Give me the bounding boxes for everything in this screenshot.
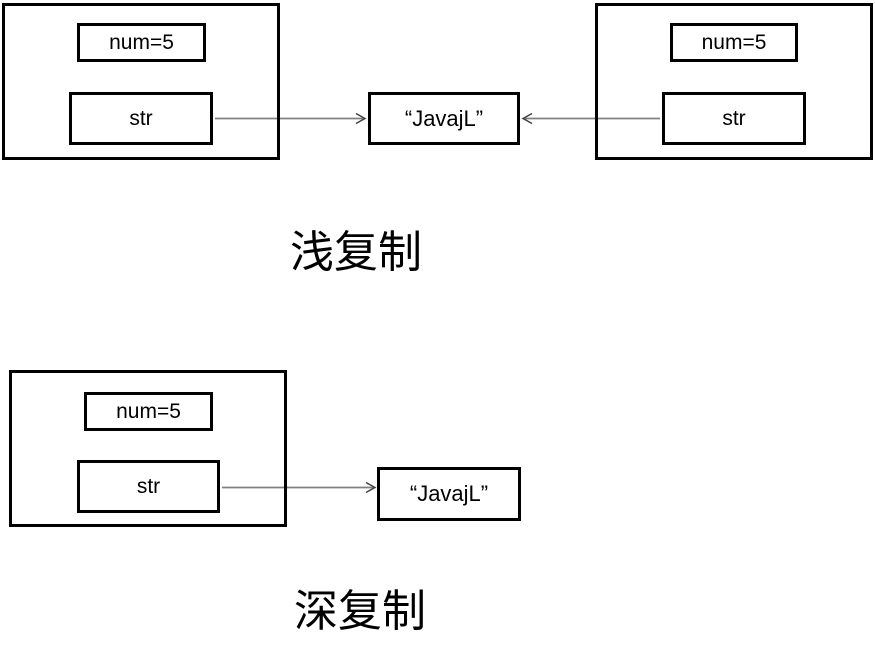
deep-copy-caption: 深复制 [294,586,426,637]
str-field-label: str [722,107,746,130]
string-value-label: “JavajL” [404,105,484,131]
deep-str-box: str [77,460,220,513]
shallow-right-reference-arrow [521,112,660,125]
shallow-original-num-box: num=5 [77,23,206,62]
str-field-label: str [129,107,153,130]
shallow-left-reference-arrow [215,112,367,125]
num-field-label: num=5 [116,400,181,423]
shallow-original-object-box: num=5 str [2,3,280,160]
deep-object-box: num=5 str [9,370,287,527]
shallow-original-str-box: str [69,92,213,145]
deep-string-box: “JavajL” [377,467,521,521]
num-field-label: num=5 [701,31,767,54]
shallow-copy-caption: 浅复制 [290,227,422,278]
deep-num-box: num=5 [84,392,213,431]
shallow-copy-str-box: str [662,92,806,145]
shallow-shared-string-box: “JavajL” [368,92,520,145]
string-value-label: “JavajL” [409,481,489,506]
deep-reference-arrow [222,481,377,494]
shallow-copy-num-box: num=5 [670,23,798,62]
shallow-copy-object-box: num=5 str [595,3,873,160]
num-field-label: num=5 [109,31,174,54]
str-field-label: str [136,475,161,498]
